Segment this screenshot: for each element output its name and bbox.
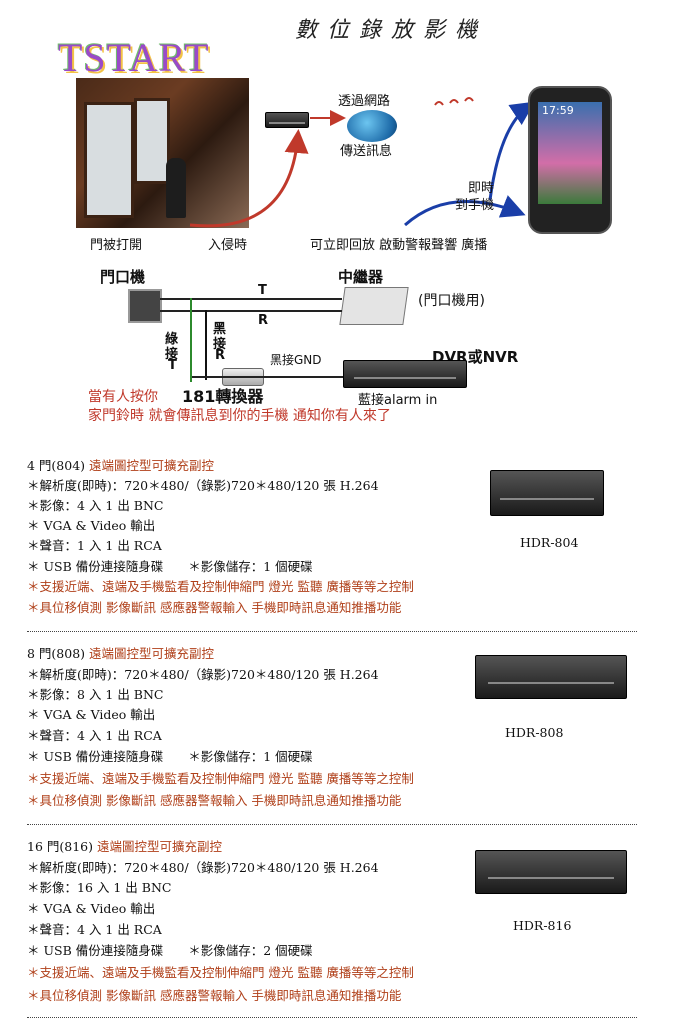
green-label-1: 綠	[165, 332, 179, 347]
spec-line: ＊解析度(即時)：720＊480/（錄影)720＊480/120 張 H.264	[27, 860, 379, 875]
door-intrusion-photo	[76, 78, 249, 228]
section-divider	[27, 631, 637, 632]
spec-line: ＊ USB 備份連接隨身碟 ＊影像儲存：1 個硬碟	[27, 749, 313, 764]
caption-door-opened: 門被打開	[90, 238, 143, 253]
blue-alarm-label: 藍接alarm in	[358, 393, 438, 408]
spec-line: ＊ USB 備份連接隨身碟 ＊影像儲存：1 個硬碟	[27, 559, 313, 574]
green-label-3: T	[168, 358, 177, 373]
spec-line: ＊ VGA & Video 輸出	[27, 518, 156, 533]
product-816-heading: 16 門(816) 遠端圖控型可擴充副控	[27, 839, 222, 854]
hdr-808-image	[475, 655, 627, 699]
product-804-heading: 4 門(804) 遠端圖控型可擴充副控	[27, 458, 215, 473]
phone-label-1: 即時	[468, 181, 495, 196]
spec-line: ＊影像：4 入 1 出 BNC	[27, 498, 164, 513]
phone-label-2: 到手機	[455, 198, 495, 213]
page-title: 數位錄放影機	[295, 18, 488, 43]
black-wire	[205, 310, 207, 380]
spec-line: ＊ VGA & Video 輸出	[27, 901, 156, 916]
spec-line: ＊ VGA & Video 輸出	[27, 707, 156, 722]
feature-line: ＊支援近端、遠端及手機監看及控制伸縮門 燈光 監聽 廣播等等之控制	[27, 579, 414, 594]
spec-line: ＊解析度(即時)：720＊480/（錄影)720＊480/120 張 H.264	[27, 667, 379, 682]
brand-logo: TSTART	[58, 35, 210, 80]
phone-screen: 17:59	[538, 102, 602, 204]
black-label-2: 接	[213, 337, 227, 352]
black-label-1: 黑	[213, 322, 227, 337]
caption-intrusion: 入侵時	[208, 238, 248, 253]
wire-r	[160, 310, 342, 312]
wiring-note-2: 家門鈴時 就會傳訊息到你的手機 通知你有人來了	[88, 408, 391, 424]
spec-line: ＊聲音：1 入 1 出 RCA	[27, 538, 162, 553]
dvr-small-icon	[265, 112, 309, 128]
section-divider	[27, 824, 637, 825]
feature-line: ＊具位移偵測 影像斷訊 感應器警報輸入 手機即時訊息通知推播功能	[27, 988, 402, 1003]
relay-note: (門口機用)	[418, 293, 485, 309]
black-label-3: R	[215, 348, 226, 363]
network-label-1: 透過網路	[338, 94, 391, 109]
spec-line: ＊影像：8 入 1 出 BNC	[27, 687, 164, 702]
converter-wire	[192, 376, 347, 378]
feature-line: ＊具位移偵測 影像斷訊 感應器警報輸入 手機即時訊息通知推播功能	[27, 793, 402, 808]
wire-t-label: T	[258, 283, 267, 298]
model-804: HDR-804	[520, 535, 579, 550]
globe-icon	[347, 110, 397, 142]
hdr-816-image	[475, 850, 627, 894]
phone-clock: 17:59	[542, 104, 574, 117]
green-wire	[190, 298, 192, 382]
spec-line: ＊解析度(即時)：720＊480/（錄影)720＊480/120 張 H.264	[27, 478, 379, 493]
model-816: HDR-816	[513, 918, 572, 933]
relay-box-icon	[339, 287, 409, 325]
feature-line: ＊具位移偵測 影像斷訊 感應器警報輸入 手機即時訊息通知推播功能	[27, 600, 402, 615]
black-gnd-label: 黑接GND	[270, 353, 322, 367]
spec-line: ＊聲音：4 入 1 出 RCA	[27, 728, 162, 743]
model-808: HDR-808	[505, 725, 564, 740]
spec-line: ＊聲音：4 入 1 出 RCA	[27, 922, 162, 937]
flow-arrows	[189, 97, 530, 228]
hdr-804-image	[490, 470, 604, 516]
person-figure	[166, 158, 186, 218]
door-unit-label: 門口機	[100, 268, 146, 286]
section-divider	[27, 1017, 637, 1018]
wire-t	[160, 298, 342, 300]
feature-line: ＊支援近端、遠端及手機監看及控制伸縮門 燈光 監聽 廣播等等之控制	[27, 771, 414, 786]
spec-line: ＊ USB 備份連接隨身碟 ＊影像儲存：2 個硬碟	[27, 943, 313, 958]
network-label-2: 傳送訊息	[340, 144, 393, 159]
wiring-note-1: 當有人按你	[88, 389, 158, 405]
dvr-nvr-device	[343, 360, 467, 388]
relay-label: 中繼器	[338, 268, 384, 286]
product-808-heading: 8 門(808) 遠端圖控型可擴充副控	[27, 646, 215, 661]
door-unit-icon	[128, 289, 162, 323]
caption-actions: 可立即回放 啟動警報聲響 廣播	[310, 238, 488, 253]
green-label-2: 接	[165, 347, 179, 362]
smartphone-image: 17:59	[528, 86, 612, 234]
converter-label: 181轉換器	[182, 387, 264, 406]
wire-r-label: R	[258, 313, 269, 328]
spec-line: ＊影像：16 入 1 出 BNC	[27, 880, 172, 895]
feature-line: ＊支援近端、遠端及手機監看及控制伸縮門 燈光 監聽 廣播等等之控制	[27, 965, 414, 980]
